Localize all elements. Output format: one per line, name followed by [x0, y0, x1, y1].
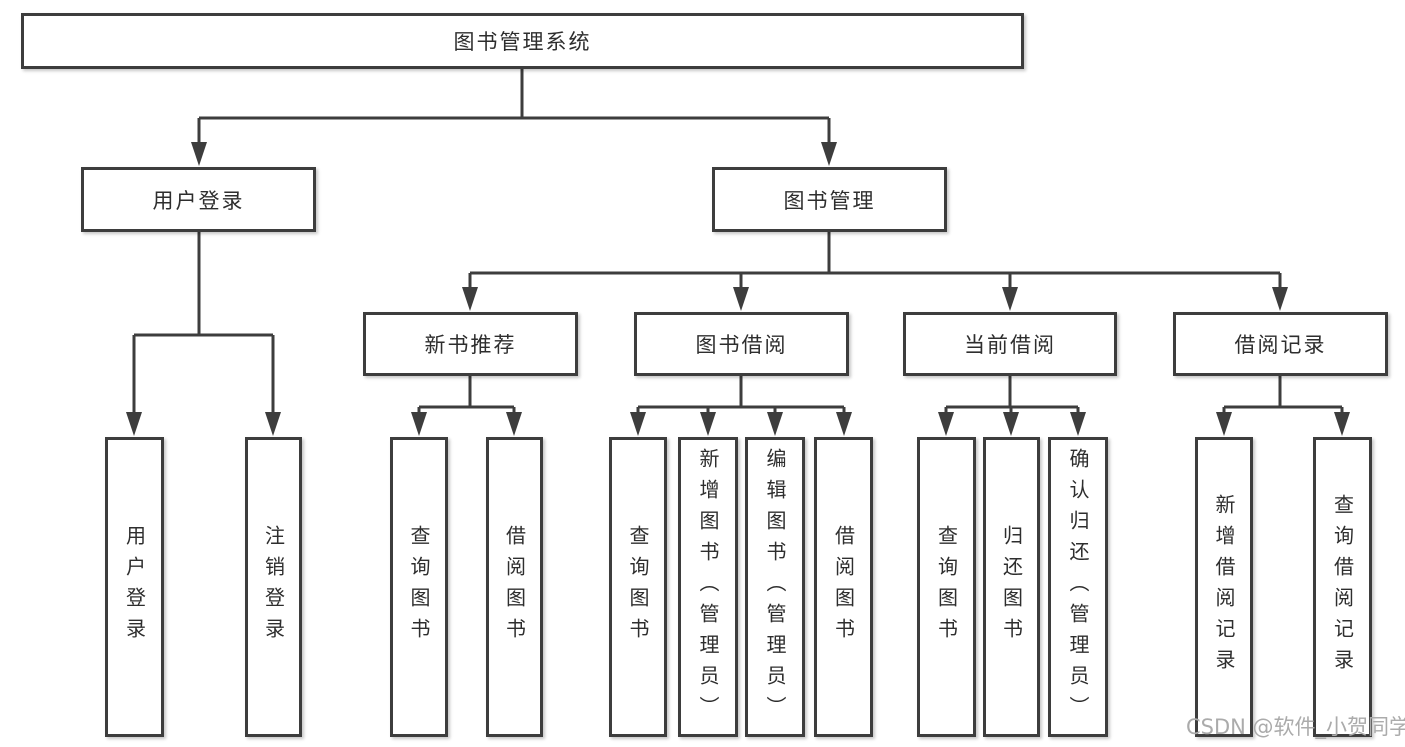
arrowhead-icon	[836, 412, 852, 436]
arrowhead-icon	[191, 142, 207, 166]
leaf-query-books-current: 查询图书	[917, 437, 976, 737]
node-user-login: 用户登录	[81, 167, 316, 232]
node-borrow-records: 借阅记录	[1173, 312, 1388, 376]
arrowhead-icon	[265, 412, 281, 436]
leaf-user-login: 用户登录	[105, 437, 164, 737]
node-label: 查询图书	[934, 525, 959, 649]
node-label: 用户登录	[122, 525, 147, 649]
arrowhead-icon	[1272, 287, 1288, 311]
node-label: 查询借阅记录	[1330, 494, 1355, 680]
node-label: 新书推荐	[424, 333, 517, 357]
node-label: 图书借阅	[695, 333, 788, 357]
leaf-borrow-books: 借阅图书	[814, 437, 873, 737]
leaf-return-book: 归还图书	[983, 437, 1040, 737]
node-label: 注销登录	[261, 525, 286, 649]
csdn-watermark: CSDN @软件_小贺同学	[1186, 715, 1405, 739]
arrowhead-icon	[630, 412, 646, 436]
arrowhead-icon	[821, 142, 837, 166]
leaf-borrow-books-recommend: 借阅图书	[486, 437, 543, 737]
node-book-management: 图书管理	[712, 167, 947, 232]
arrowhead-icon	[700, 412, 716, 436]
arrowhead-icon	[767, 412, 783, 436]
leaf-logout: 注销登录	[245, 437, 302, 737]
node-current-borrow: 当前借阅	[903, 312, 1117, 376]
node-label: 归还图书	[999, 525, 1024, 649]
leaf-add-book-admin: 新增图书（管理员）	[678, 437, 738, 737]
node-label: 当前借阅	[964, 333, 1056, 357]
node-label: 图书管理	[783, 188, 876, 213]
connector-arrows	[126, 142, 1350, 436]
node-label: 确认归还（管理员）	[1066, 447, 1090, 727]
node-book-borrow: 图书借阅	[634, 312, 849, 376]
arrowhead-icon	[1003, 412, 1019, 436]
leaf-query-books-borrow: 查询图书	[609, 437, 667, 737]
node-new-book-recommend: 新书推荐	[363, 312, 578, 376]
arrowhead-icon	[1070, 412, 1086, 436]
arrowhead-icon	[1216, 412, 1232, 436]
arrowhead-icon	[462, 287, 478, 311]
arrowhead-icon	[1334, 412, 1350, 436]
arrowhead-icon	[938, 412, 954, 436]
node-label: 用户登录	[152, 188, 245, 213]
leaf-edit-book-admin: 编辑图书（管理员）	[745, 437, 805, 737]
arrowhead-icon	[126, 412, 142, 436]
arrowhead-icon	[733, 287, 749, 311]
arrowhead-icon	[1002, 287, 1018, 311]
node-label: 查询图书	[407, 525, 431, 649]
node-label: 查询图书	[626, 525, 650, 649]
arrowhead-icon	[506, 412, 522, 436]
leaf-query-books-recommend: 查询图书	[390, 437, 448, 737]
node-label: 借阅图书	[502, 525, 527, 649]
node-library-system: 图书管理系统	[21, 13, 1024, 69]
connector-segments	[132, 67, 1344, 415]
leaf-add-borrow-record: 新增借阅记录	[1195, 437, 1253, 737]
node-label: 借阅图书	[831, 525, 856, 649]
leaf-confirm-return-admin: 确认归还（管理员）	[1048, 437, 1108, 737]
arrowhead-icon	[411, 412, 427, 436]
node-label: 新增借阅记录	[1212, 494, 1236, 680]
node-label: 借阅记录	[1234, 333, 1327, 357]
node-label: 编辑图书（管理员）	[763, 447, 787, 727]
leaf-query-borrow-record: 查询借阅记录	[1313, 437, 1372, 737]
node-label: 新增图书（管理员）	[696, 447, 720, 727]
node-label: 图书管理系统	[453, 30, 592, 54]
